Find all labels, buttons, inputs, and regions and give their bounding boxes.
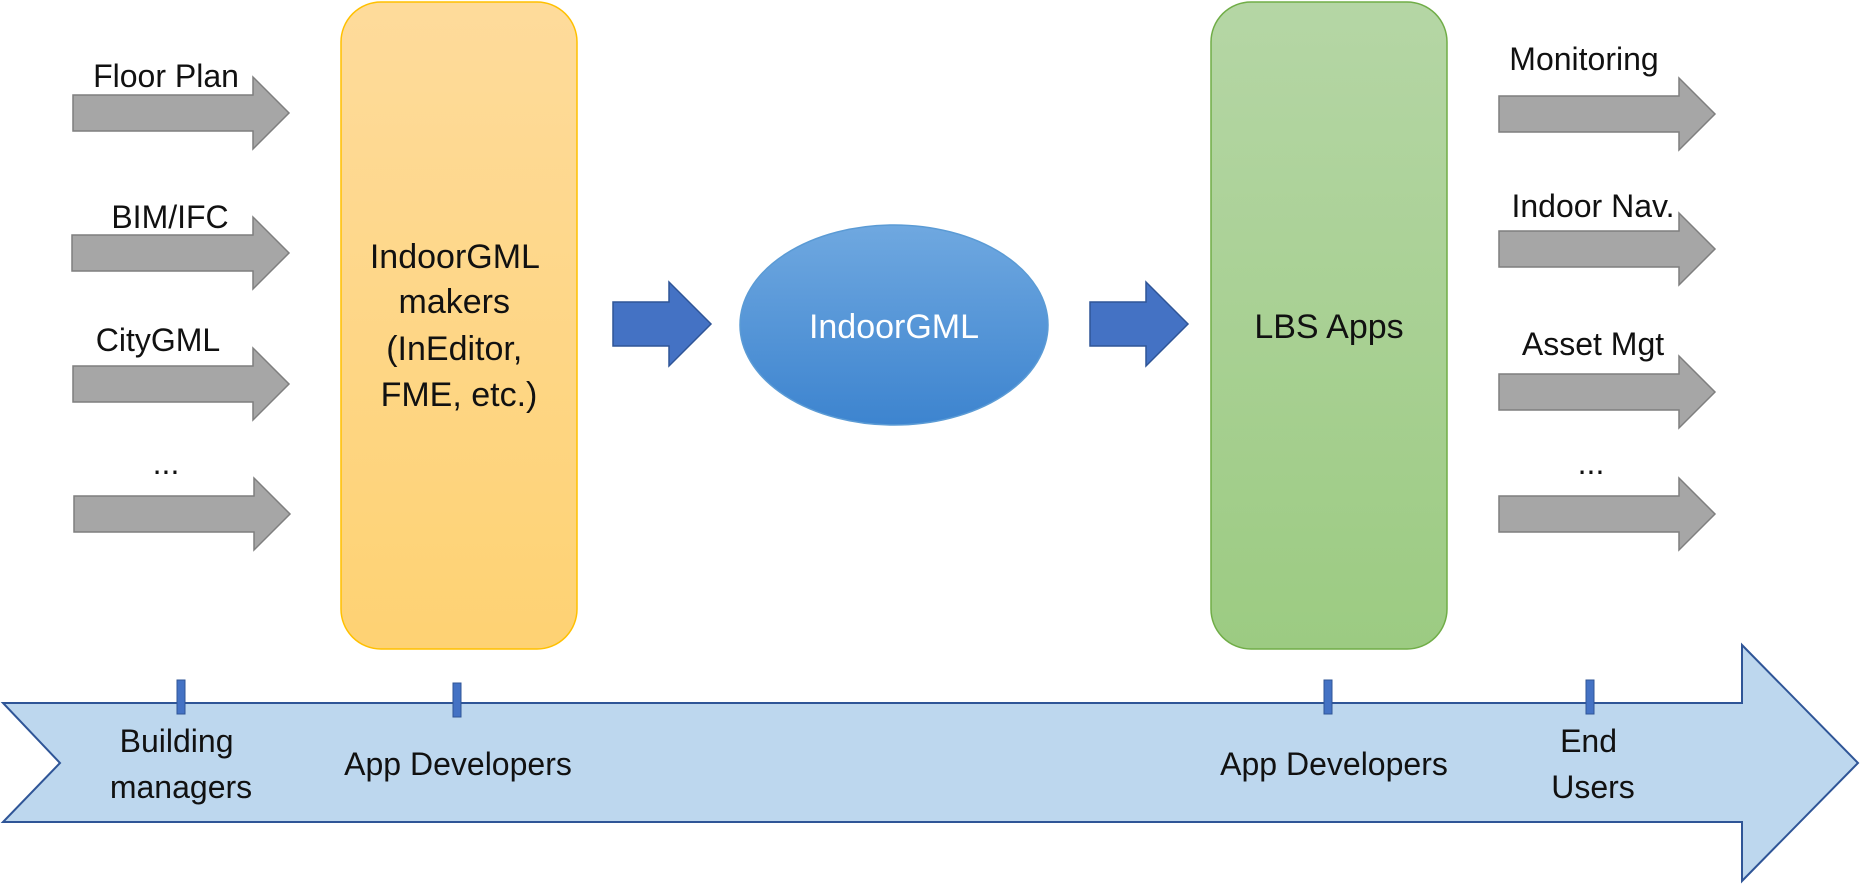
output-arrows — [1498, 76, 1717, 552]
input-arrows — [71, 75, 292, 552]
makers-label-line-2: makers — [399, 283, 510, 321]
timeline-label-end-users-line-2: Users — [1551, 769, 1635, 805]
input-arrow-bim-ifc — [71, 215, 291, 291]
input-arrow-citygml — [72, 346, 291, 422]
output-arrow-indoor-nav — [1498, 211, 1717, 287]
timeline-label-building-managers: Building managers — [110, 723, 252, 805]
makers-label-line-3: (InEditor, — [386, 330, 522, 368]
timeline-arrow — [0, 642, 1860, 884]
output-label-more: ... — [1578, 445, 1605, 481]
timeline-tick-end-users — [1585, 679, 1595, 715]
timeline-label-building-managers-line-2: managers — [110, 769, 252, 805]
timeline-ticks — [176, 679, 1595, 718]
blue-arrow-to-lbs-apps — [1089, 280, 1190, 368]
indoorgml-makers-box — [340, 1, 578, 650]
input-label-bim-ifc: BIM/IFC — [111, 199, 228, 235]
lbs-apps-label: LBS Apps — [1254, 308, 1403, 346]
input-label-more: ... — [153, 445, 180, 481]
timeline-tick-building-managers — [176, 679, 186, 715]
timeline-label-app-developers-2: App Developers — [1220, 746, 1448, 782]
indoorgml-label: IndoorGML — [809, 308, 979, 346]
input-arrow-floor-plan — [72, 75, 291, 151]
makers-label: IndoorGML makers (InEditor, FME, etc.) — [370, 238, 548, 414]
timeline-label-end-users-line-1: End — [1560, 723, 1617, 759]
output-label-indoor-nav: Indoor Nav. — [1511, 188, 1674, 224]
blue-arrow-to-indoorgml — [612, 280, 713, 368]
makers-label-line-1: IndoorGML — [370, 238, 539, 276]
timeline-label-end-users: End Users — [1551, 723, 1635, 805]
timeline-tick-app-developers-1 — [452, 682, 462, 718]
timeline-label-app-developers-2-line-1: App Developers — [1220, 746, 1448, 782]
output-arrow-monitoring — [1498, 76, 1717, 152]
lbs-apps-box — [1210, 1, 1448, 650]
makers-label-line-4: FME, etc.) — [381, 376, 538, 414]
input-arrow-more — [73, 476, 292, 552]
output-label-asset-mgt: Asset Mgt — [1522, 326, 1664, 362]
output-label-monitoring: Monitoring — [1509, 41, 1658, 77]
output-arrow-more — [1498, 476, 1717, 552]
timeline-label-app-developers-1-line-1: App Developers — [344, 746, 572, 782]
input-label-floor-plan: Floor Plan — [93, 58, 239, 94]
input-label-citygml: CityGML — [96, 322, 220, 358]
indoorgml-ellipse — [739, 224, 1049, 426]
output-arrow-asset-mgt — [1498, 354, 1717, 430]
timeline-tick-app-developers-2 — [1323, 679, 1333, 715]
timeline-label-building-managers-line-1: Building — [120, 723, 234, 759]
timeline-label-app-developers-1: App Developers — [344, 746, 572, 782]
